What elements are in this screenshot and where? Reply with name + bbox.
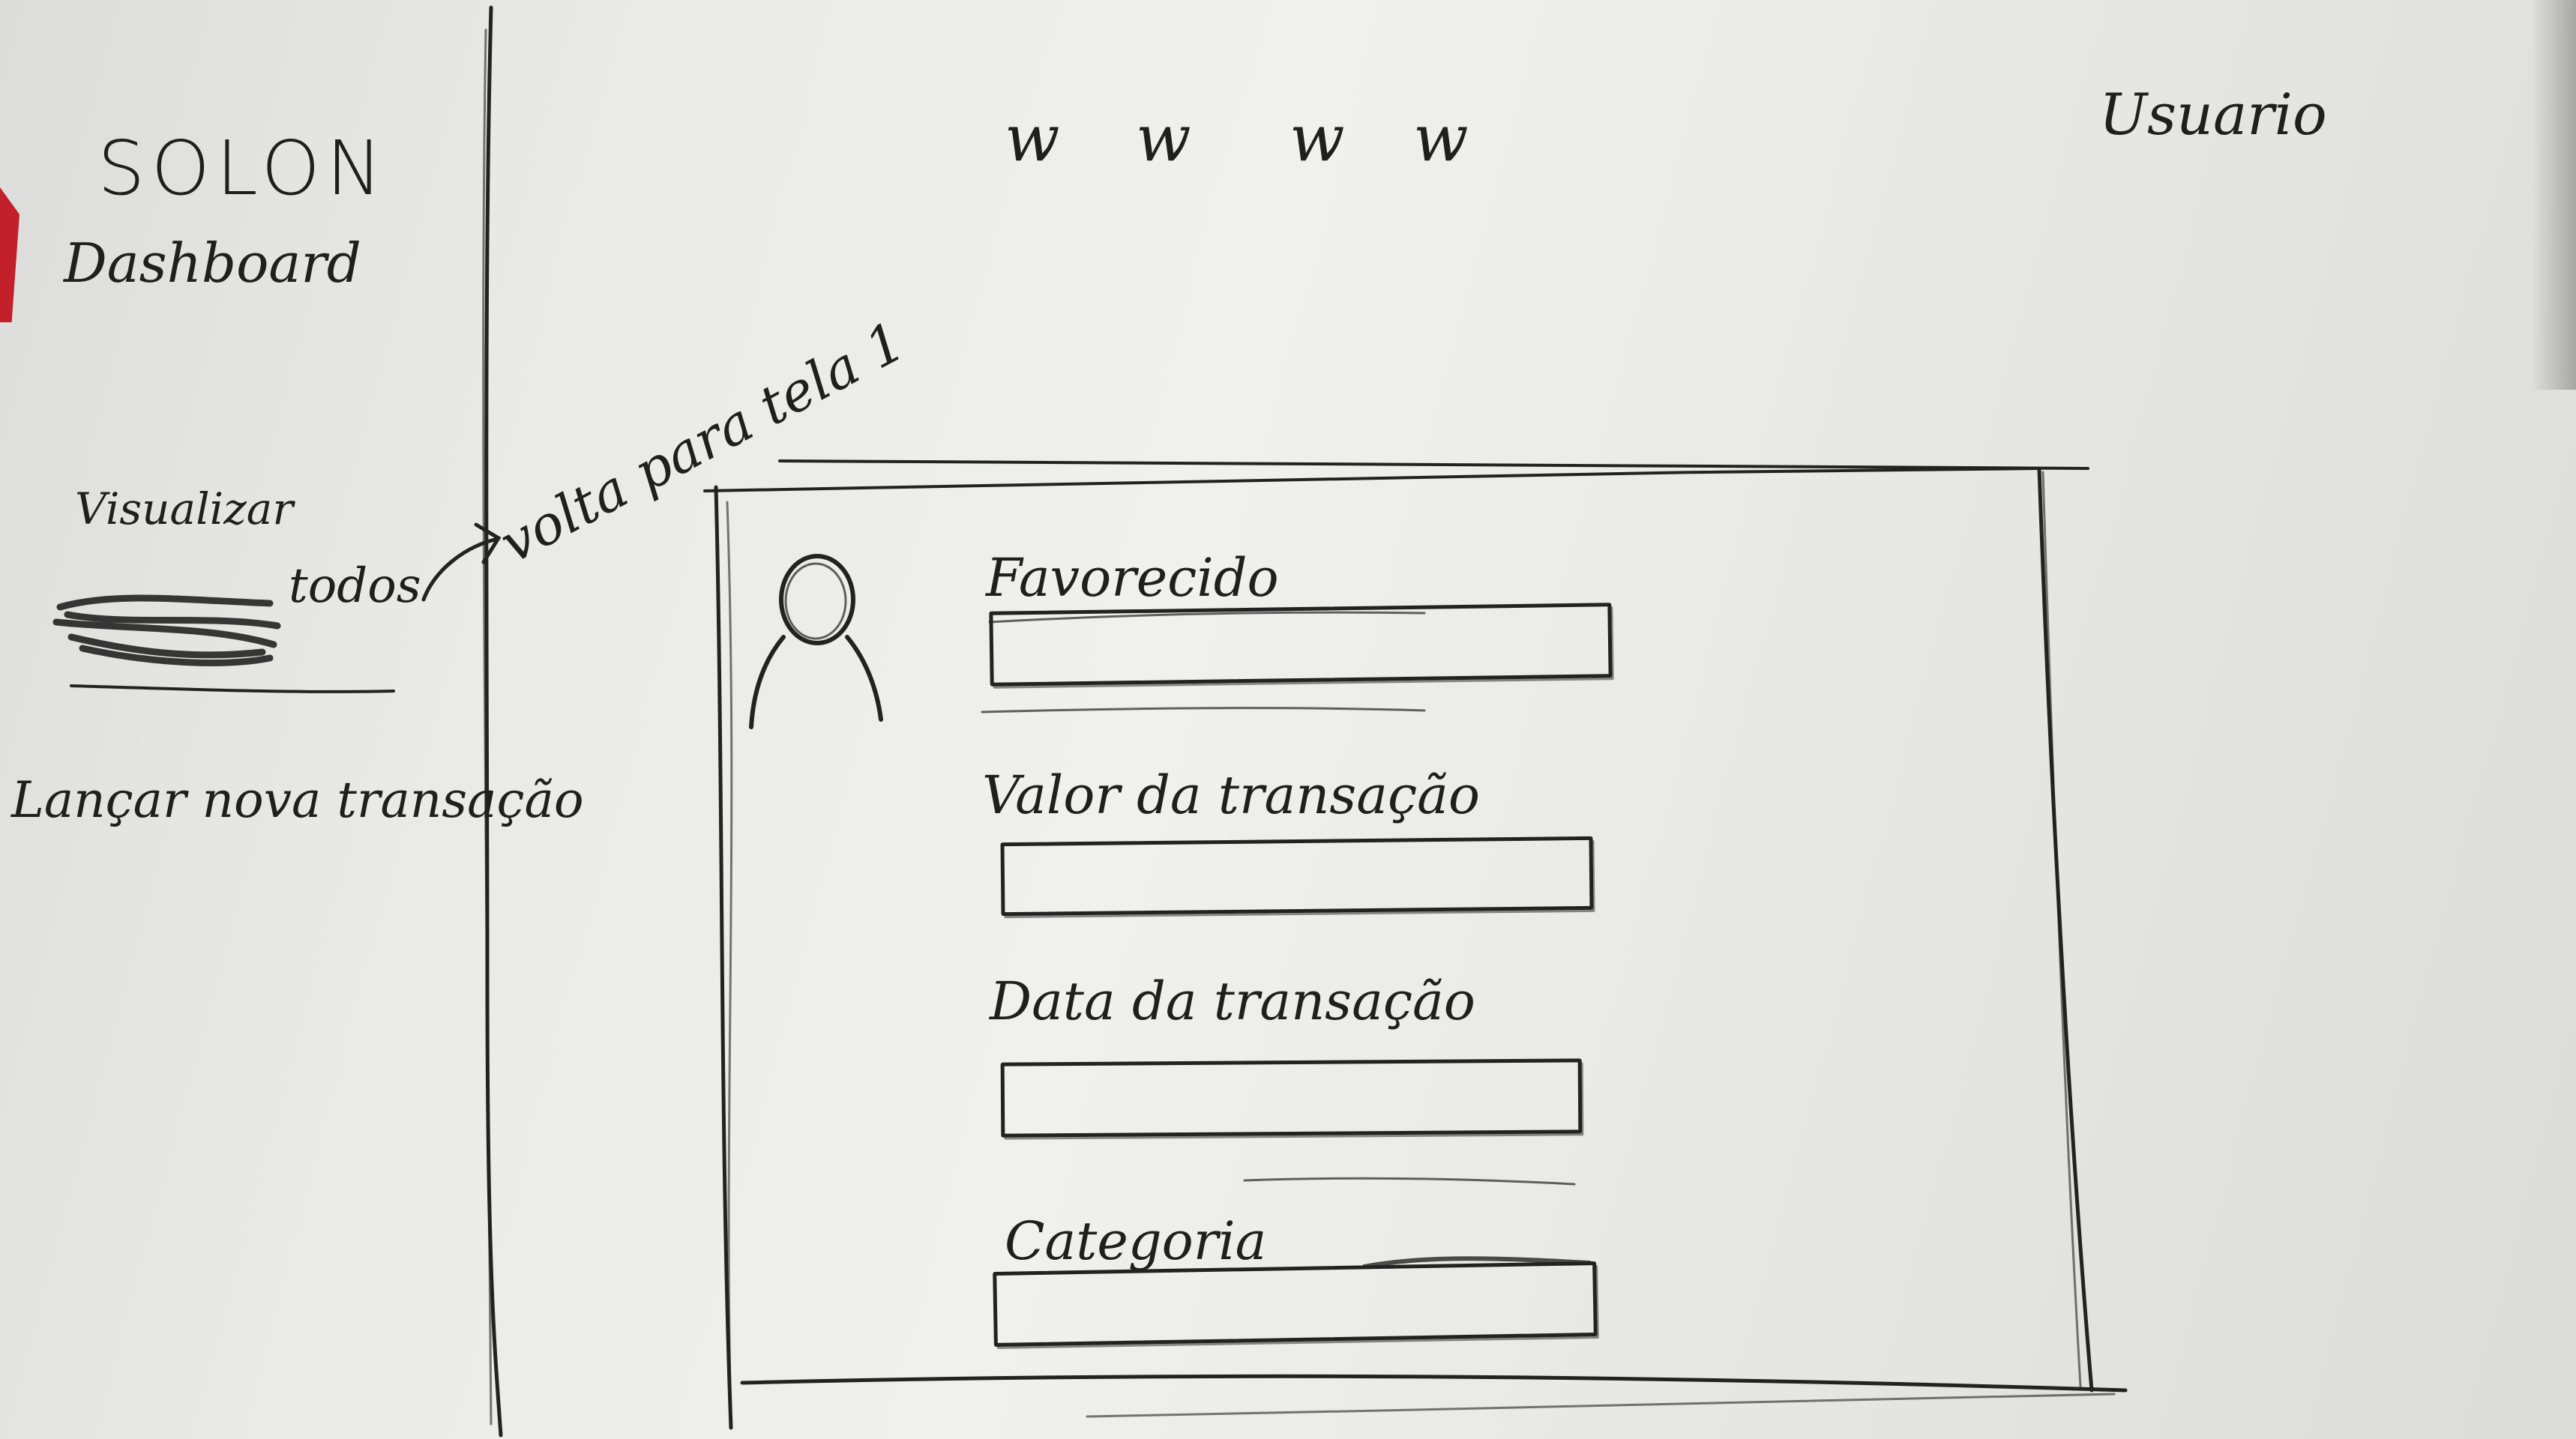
scribbled-text <box>52 594 281 666</box>
favorecido-input[interactable] <box>989 603 1613 687</box>
brand-subtitle: Dashboard <box>64 232 361 295</box>
data-input[interactable] <box>1000 1058 1583 1138</box>
categoria-input[interactable] <box>993 1261 1598 1348</box>
active-underline <box>70 684 395 693</box>
favorecido-label: Favorecido <box>986 547 1279 609</box>
topbar-menu-item-1[interactable]: w <box>1005 101 1060 176</box>
topbar-menu-item-2[interactable]: w <box>1136 101 1191 176</box>
form-container <box>778 459 2089 470</box>
sidebar-item-todos[interactable]: todos <box>289 558 421 614</box>
sidebar-divider <box>484 5 503 1438</box>
sidebar-item-nova-transacao[interactable]: Lançar nova transação <box>11 771 584 829</box>
valor-input[interactable] <box>1000 836 1594 917</box>
annotation-arrow <box>421 537 497 602</box>
sidebar-item-visualizar[interactable]: Visualizar <box>75 483 294 534</box>
user-menu[interactable]: Usuario <box>2099 81 2327 148</box>
user-icon <box>749 554 883 729</box>
topbar-menu-item-4[interactable]: w <box>1413 101 1469 176</box>
brand-title: SOLON <box>97 124 388 212</box>
valor-label: Valor da transação <box>982 764 1481 826</box>
data-label: Data da transação <box>990 971 1475 1032</box>
categoria-label: Categoria <box>1005 1210 1267 1272</box>
paper-shadow <box>2531 0 2576 390</box>
topbar-menu-item-3[interactable]: w <box>1289 101 1345 176</box>
